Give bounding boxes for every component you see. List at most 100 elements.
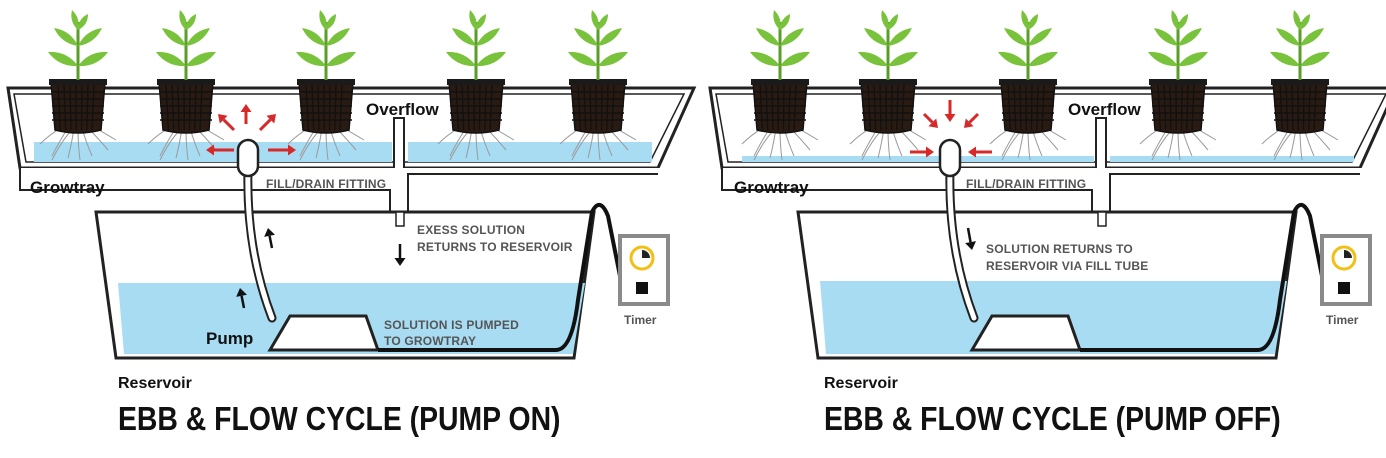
plant-leaf [296, 51, 326, 67]
mesh-line [317, 83, 320, 131]
mesh-line [1019, 83, 1022, 131]
plant-leaf [881, 10, 889, 30]
plant-leaf [568, 51, 598, 67]
plant-leaf [186, 28, 210, 46]
net-pot-rim [569, 79, 627, 85]
reservoir-label: Reservoir [118, 375, 192, 392]
timer-plug [1338, 282, 1350, 294]
plant-leaf [779, 14, 791, 30]
plant-leaf [1148, 51, 1178, 67]
diagram-title: EBB & FLOW CYCLE (PUMP OFF) [824, 400, 1281, 437]
mesh-line [771, 83, 774, 131]
plant-leaf [1293, 10, 1301, 30]
flow-arrow-down-left [968, 112, 980, 124]
overflow-label: Overflow [1068, 100, 1141, 119]
plant-leaf [574, 28, 598, 46]
diagram-title: EBB & FLOW CYCLE (PUMP ON) [118, 400, 561, 437]
pump-body [969, 314, 1083, 352]
pump-off-illustration [708, 10, 1386, 360]
overflow-drain [395, 211, 405, 227]
flow-arrow-down-right-head [928, 118, 938, 128]
plant-leaf [1178, 28, 1202, 46]
overflow-drain [1097, 211, 1107, 227]
plant-leaf [1027, 14, 1039, 30]
pump-on-diagram: Growtray Overflow FILL/DRAIN FITTING EXE… [6, 10, 697, 437]
timer-hand [1344, 250, 1352, 258]
net-pot-mesh [754, 83, 806, 131]
net-pot-mesh [1002, 83, 1054, 131]
plant [559, 10, 637, 161]
plant [849, 10, 927, 161]
plant-leaf [756, 28, 780, 46]
fill-drain-fitting-label: FILL/DRAIN FITTING [266, 177, 387, 191]
flow-arrow-down-head [944, 114, 956, 122]
fill-drain-fitting [938, 138, 962, 178]
plant-leaf [78, 28, 102, 46]
plant [741, 10, 819, 161]
plant-leaf [319, 10, 327, 30]
pump-on-illustration [6, 10, 697, 360]
plant-leaf [858, 51, 888, 67]
growtray-base-right [407, 173, 658, 212]
plant-leaf [48, 51, 78, 67]
flow-arrow-up-head [240, 104, 252, 112]
plant [1139, 10, 1217, 161]
pump-label: Pump [206, 329, 254, 348]
plant-leaf [1028, 51, 1058, 67]
mesh-line [879, 83, 882, 131]
excess-solution-label-line1: EXESS SOLUTION [417, 223, 526, 237]
mesh-line [69, 83, 72, 131]
plant-leaf [1178, 51, 1208, 67]
net-pot-mesh [1274, 83, 1326, 131]
timer-label: Timer [624, 313, 657, 327]
overflow-return-arrow-head [394, 258, 406, 266]
growtray-water-right [1110, 156, 1354, 162]
timer-hand [642, 250, 650, 258]
fill-drain-fitting [236, 138, 260, 178]
plant-leaf [162, 28, 186, 46]
flow-arrow-up-left [222, 118, 236, 132]
net-pot-mesh [160, 83, 212, 131]
plant [39, 10, 117, 161]
flow-arrow-inward-right-head [926, 146, 934, 158]
plant-leaf [888, 51, 918, 67]
pump-flow-arrow-lower-head [236, 288, 247, 297]
plant-leaf [591, 10, 599, 30]
plant-leaf [773, 10, 781, 30]
plant-leaf [998, 51, 1028, 67]
mesh-line [177, 83, 180, 131]
flow-arrow-down-left-head [964, 118, 974, 128]
net-pot-rim [1271, 79, 1329, 85]
plant-leaf [77, 14, 89, 30]
net-pot-mesh [1152, 83, 1204, 131]
net-pot-rim [49, 79, 107, 85]
plant-leaf [476, 51, 506, 67]
flow-arrow-up-right-head [266, 114, 276, 124]
growtray-label: Growtray [734, 178, 809, 197]
flow-arrow-right-head [288, 144, 296, 156]
plant-leaf [1154, 28, 1178, 46]
net-pot-rim [999, 79, 1057, 85]
net-pot-rim [859, 79, 917, 85]
solution-returns-label-line1: SOLUTION RETURNS TO [986, 242, 1133, 256]
plant-leaf [452, 28, 476, 46]
plant [147, 10, 225, 161]
plant-leaf [1276, 28, 1300, 46]
overflow-label: Overflow [366, 100, 439, 119]
excess-solution-label-line2: RETURNS TO RESERVOIR [417, 240, 573, 254]
net-pot-mesh [450, 83, 502, 131]
mesh-line [1169, 83, 1172, 131]
plant-leaf [302, 28, 326, 46]
return-flow-arrow [966, 227, 972, 243]
plant-leaf [598, 28, 622, 46]
growtray-water-left [742, 156, 1094, 162]
plant-leaf [1299, 14, 1311, 30]
flow-arrow-up-right [258, 118, 272, 132]
net-pot-rim [751, 79, 809, 85]
return-flow-arrow-head [965, 241, 976, 250]
plant-leaf [780, 28, 804, 46]
plant-leaf [186, 51, 216, 67]
pump-cord [1080, 203, 1335, 352]
plant-leaf [185, 14, 197, 30]
plant-leaf [864, 28, 888, 46]
